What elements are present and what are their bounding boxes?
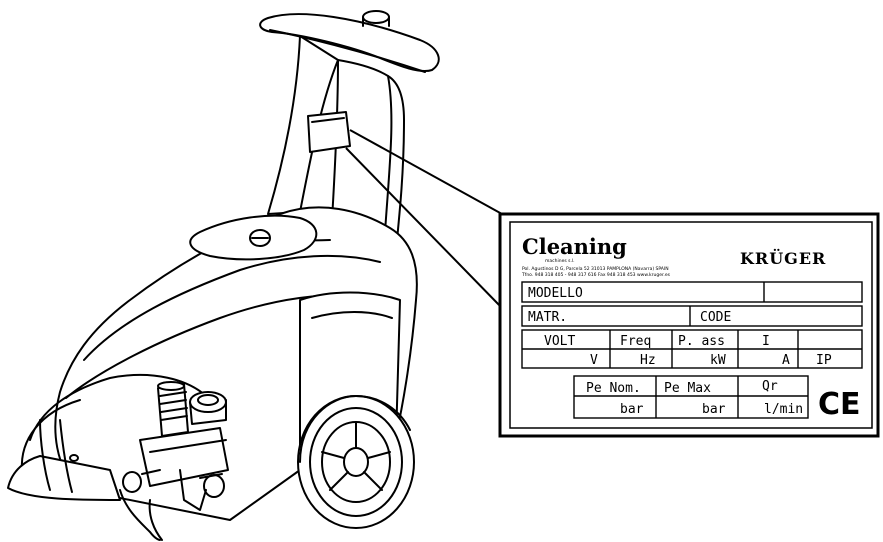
unit-hz: Hz [640,353,656,368]
field-ip: IP [816,353,832,368]
address-line-2: Tfno. 948 318 405 - 948 317 616 Fax 948 … [521,272,671,278]
brand-cleaning-sub: machines s.l. [545,258,575,264]
nameplate: Cleaning machines s.l. Pol. Agustinos D … [498,212,880,438]
handle-bar [259,13,440,72]
handle-knob [362,10,390,24]
callout-line-top [349,129,503,215]
address-line-1: Pol. Agustinos D G, Parcela 52 31013 PAM… [522,266,669,272]
field-freq: Freq [620,334,651,349]
field-volt: VOLT [544,334,575,349]
plate-grid [521,281,863,419]
brand-kruger: KRÜGER [740,248,826,268]
pressure-washer-drawing [7,10,440,541]
field-pe-max: Pe Max [664,381,711,396]
field-modello: MODELLO [528,286,583,301]
unit-a: A [782,353,790,368]
pump-assembly [119,381,229,541]
unit-v: V [590,353,598,368]
ce-mark: CE [818,387,861,422]
brand-cleaning: Cleaning [522,234,627,259]
wheel [297,395,415,529]
field-current: I [762,334,770,349]
field-qr: Qr [762,379,778,394]
unit-bar-2: bar [702,402,726,417]
callout-line-bottom [345,147,503,309]
field-matr: MATR. [528,310,567,325]
field-code: CODE [700,310,731,325]
front-bumper [29,373,211,441]
unit-lmin: l/min [764,402,803,417]
field-pe-nom: Pe Nom. [586,381,641,396]
field-pass: P. ass [678,334,725,349]
unit-kw: kW [710,353,726,368]
unit-bar-1: bar [620,402,644,417]
